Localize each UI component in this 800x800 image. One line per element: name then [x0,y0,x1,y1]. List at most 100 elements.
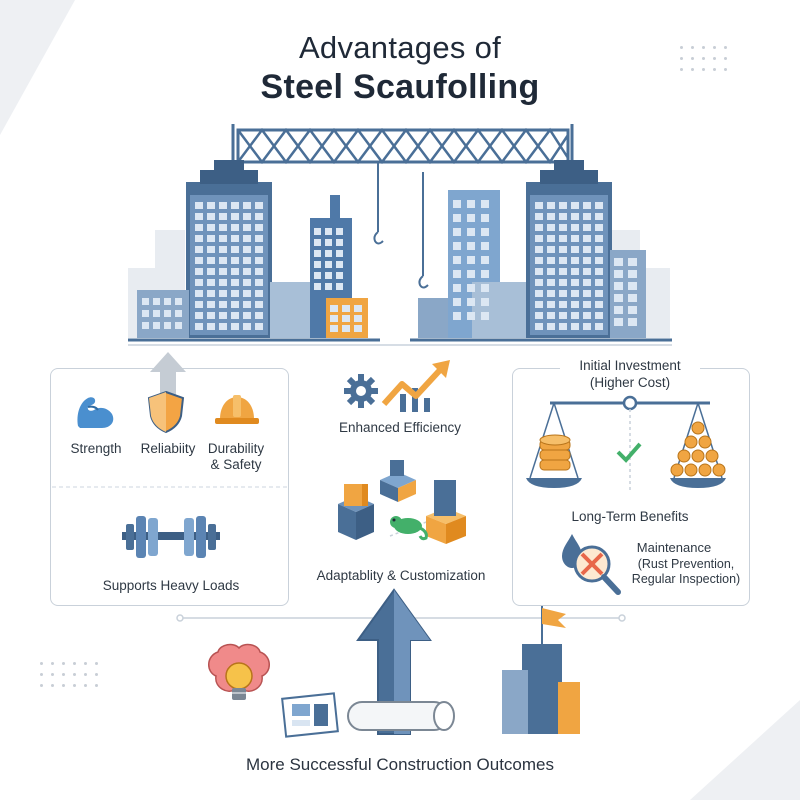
building-window [231,246,239,253]
building-window [255,213,263,220]
building-window [243,301,251,308]
building-window [559,246,567,253]
building-window [243,279,251,286]
building-window [207,246,215,253]
building-window [595,213,603,220]
dumbbell-heavy-load-icon [122,516,220,558]
building-window [595,224,603,231]
regular-inspection-label: Regular Inspection) [631,572,741,586]
building-window [583,301,591,308]
building-window [195,312,203,319]
building-window [219,246,227,253]
building-window [535,290,543,297]
building-window [535,312,543,319]
building-window [325,283,332,290]
building-window [547,224,555,231]
building-window [195,323,203,330]
background-corner-top-left [0,0,75,135]
building-window [535,213,543,220]
building-window [453,312,461,320]
building-window [535,224,543,231]
crane-hook-icon [373,162,429,289]
building-window [614,282,623,290]
skyline-with-crane-truss-illustration [128,124,672,346]
building-window [547,235,555,242]
building-window [467,298,475,306]
modular-building-blocks-icon [338,460,466,544]
building-window [583,202,591,209]
building-window [467,228,475,236]
blueprint-roll-icon [347,701,455,731]
building-window [547,268,555,275]
building-window [535,246,543,253]
building-window [559,312,567,319]
building-window [195,224,203,231]
building-window [547,246,555,253]
building-window [336,250,343,257]
long-term-benefits-label: Long-Term Benefits [571,509,689,524]
building-window [614,258,623,266]
building-window [330,325,338,332]
initial-investment-label: Initial Investment [560,358,700,373]
building-window [153,310,160,317]
building-window [195,290,203,297]
building-window [453,270,461,278]
building-window [614,306,623,314]
balance-scale-icon [526,395,726,492]
building-window [453,284,461,292]
building-window [467,312,475,320]
building-window [325,228,332,235]
chameleon-icon [390,516,428,541]
building-window [243,246,251,253]
building-window [547,301,555,308]
building-window [207,202,215,209]
building-window [571,323,579,330]
building-window [535,202,543,209]
building-window [547,213,555,220]
building-window [628,270,637,278]
building-window [207,312,215,319]
building-window [255,257,263,264]
building-window [243,257,251,264]
building-window [547,323,555,330]
building-window [481,256,489,264]
building-window [231,268,239,275]
building-window [571,279,579,286]
building-window [243,202,251,209]
building-window [231,257,239,264]
building-window [207,323,215,330]
building-window [325,250,332,257]
building-window [255,202,263,209]
up-arrow-icon [150,352,186,400]
building-window [231,301,239,308]
building-window [453,214,461,222]
building-window [219,202,227,209]
building-window [571,246,579,253]
building-window [559,290,567,297]
building-window [255,246,263,253]
building-window [481,228,489,236]
building-window [314,239,321,246]
building-window [336,239,343,246]
building-window [481,200,489,208]
building-window [595,202,603,209]
building-window [614,270,623,278]
block-right [426,480,466,544]
building-window [231,224,239,231]
building-window [231,213,239,220]
building-window [195,301,203,308]
building-window [325,261,332,268]
heavy-loads-label: Supports Heavy Loads [102,578,240,593]
building-window [175,298,182,305]
building-window [255,279,263,286]
building-window [595,246,603,253]
building-window [243,290,251,297]
shield-reliability-icon [147,390,185,434]
building-window [583,279,591,286]
outcomes-label: More Successful Construction Outcomes [245,755,554,774]
building-window [195,257,203,264]
building-window [142,310,149,317]
building-window [243,224,251,231]
building-window [467,214,475,222]
building-window [219,257,227,264]
